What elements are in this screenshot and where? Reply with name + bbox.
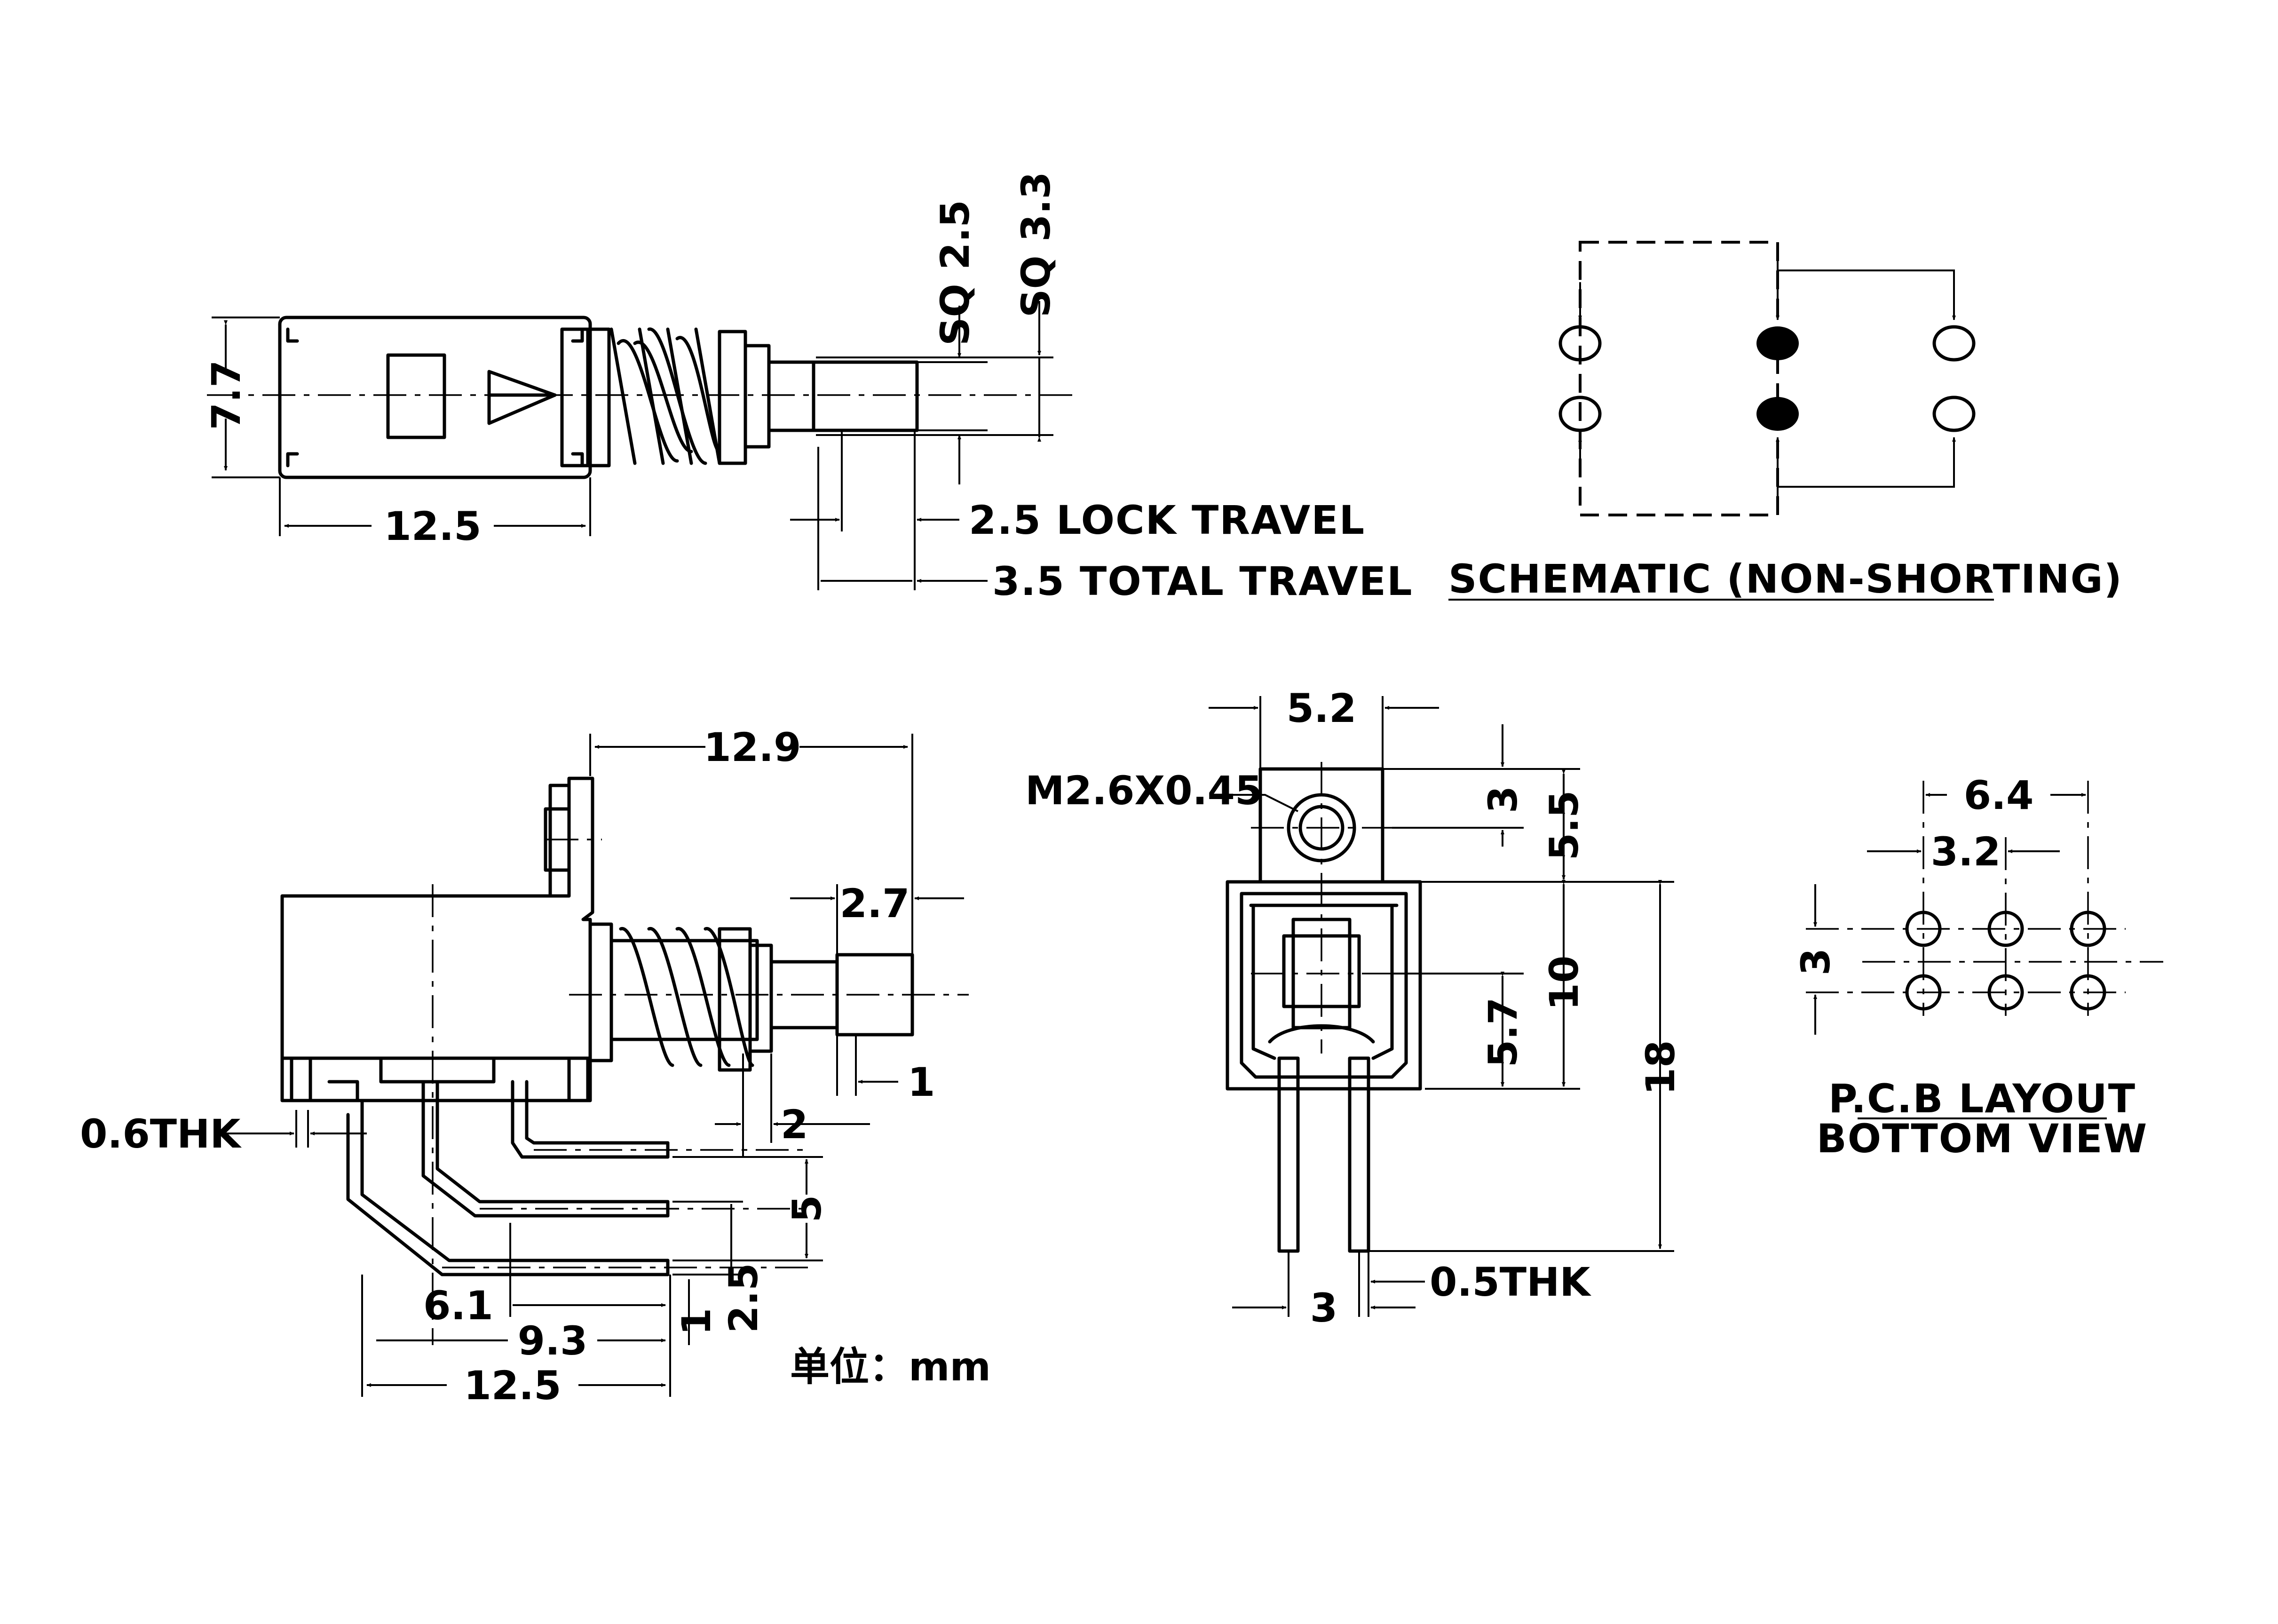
dim-overall-label: 12.9 — [704, 724, 801, 770]
dim-height-label: 7.7 — [203, 360, 249, 430]
dim-10-label: 10 — [1541, 956, 1587, 1011]
pcb-dim-64-label: 6.4 — [1964, 772, 2034, 818]
dim-thickness-label: 0.6THK — [80, 1111, 242, 1157]
side-view: 12.9 2.7 1 2 0.6THK 5 2.5 1 6.1 9.3 12.5… — [80, 724, 991, 1409]
dim-length-label: 12.5 — [384, 503, 481, 549]
terminal-open-4 — [1932, 396, 1976, 432]
dim-bottom-1-label: 1 — [673, 1308, 720, 1335]
dim-pitch-25-label: 2.5 — [720, 1263, 767, 1333]
dim-18-label: 18 — [1637, 1040, 1684, 1095]
terminal-open-2 — [1932, 325, 1976, 362]
terminal-open-1 — [1558, 325, 1602, 362]
dim-pin-thk-label: 0.5THK — [1430, 1259, 1591, 1305]
dim-93-label: 9.3 — [518, 1318, 588, 1364]
dim-57-label: 5.7 — [1480, 998, 1526, 1068]
dim-pitch-5-label: 5 — [784, 1195, 830, 1222]
pcb-title-line1: P.C.B LAYOUT — [1828, 1076, 2136, 1122]
dim-actuator-label: 2.7 — [840, 880, 910, 927]
sq-small-label: SQ 2.5 — [932, 200, 978, 346]
pcb-dim-32-label: 3.2 — [1931, 829, 2001, 875]
sq-large-label: SQ 3.3 — [1013, 172, 1059, 317]
pcb-dim-3-label: 3 — [1793, 948, 1839, 975]
dim-lead-gap-label: 2 — [781, 1101, 808, 1148]
dim-width-label: 5.2 — [1287, 685, 1357, 731]
pcb-layout: 6.4 3.2 3 P.C.B LAYOUT BOTTOM VIEW — [1793, 772, 2163, 1162]
terminal-open-3 — [1558, 396, 1602, 432]
dim-61-label: 6.1 — [423, 1283, 493, 1329]
schematic: SCHEMATIC (NON-SHORTING) — [1448, 241, 2123, 602]
units-label: 单位：mm — [790, 1344, 991, 1390]
dim-tip-label: 1 — [908, 1059, 935, 1105]
dim-55-label: 5.5 — [1541, 791, 1587, 861]
terminal-closed-2 — [1756, 397, 1799, 431]
top-view: 7.7 12.5 SQ 2.5 SQ 3.3 2.5 LOCK TRAVEL 3… — [203, 172, 1413, 604]
schematic-title: SCHEMATIC (NON-SHORTING) — [1448, 556, 2123, 602]
front-view: 5.2 M2.6X0.45 3 5.5 10 5.7 18 3 0.5THK — [1025, 685, 1684, 1331]
total-travel-label: 3.5 TOTAL TRAVEL — [992, 558, 1413, 604]
lock-travel-label: 2.5 LOCK TRAVEL — [969, 497, 1365, 543]
pcb-title-line2: BOTTOM VIEW — [1817, 1116, 2148, 1162]
dim-pin-pitch-label: 3 — [1310, 1285, 1337, 1331]
dim-3-label: 3 — [1480, 786, 1526, 813]
dim-125-label: 12.5 — [464, 1363, 561, 1409]
thread-label: M2.6X0.45 — [1025, 768, 1262, 814]
terminal-closed-1 — [1756, 326, 1799, 360]
